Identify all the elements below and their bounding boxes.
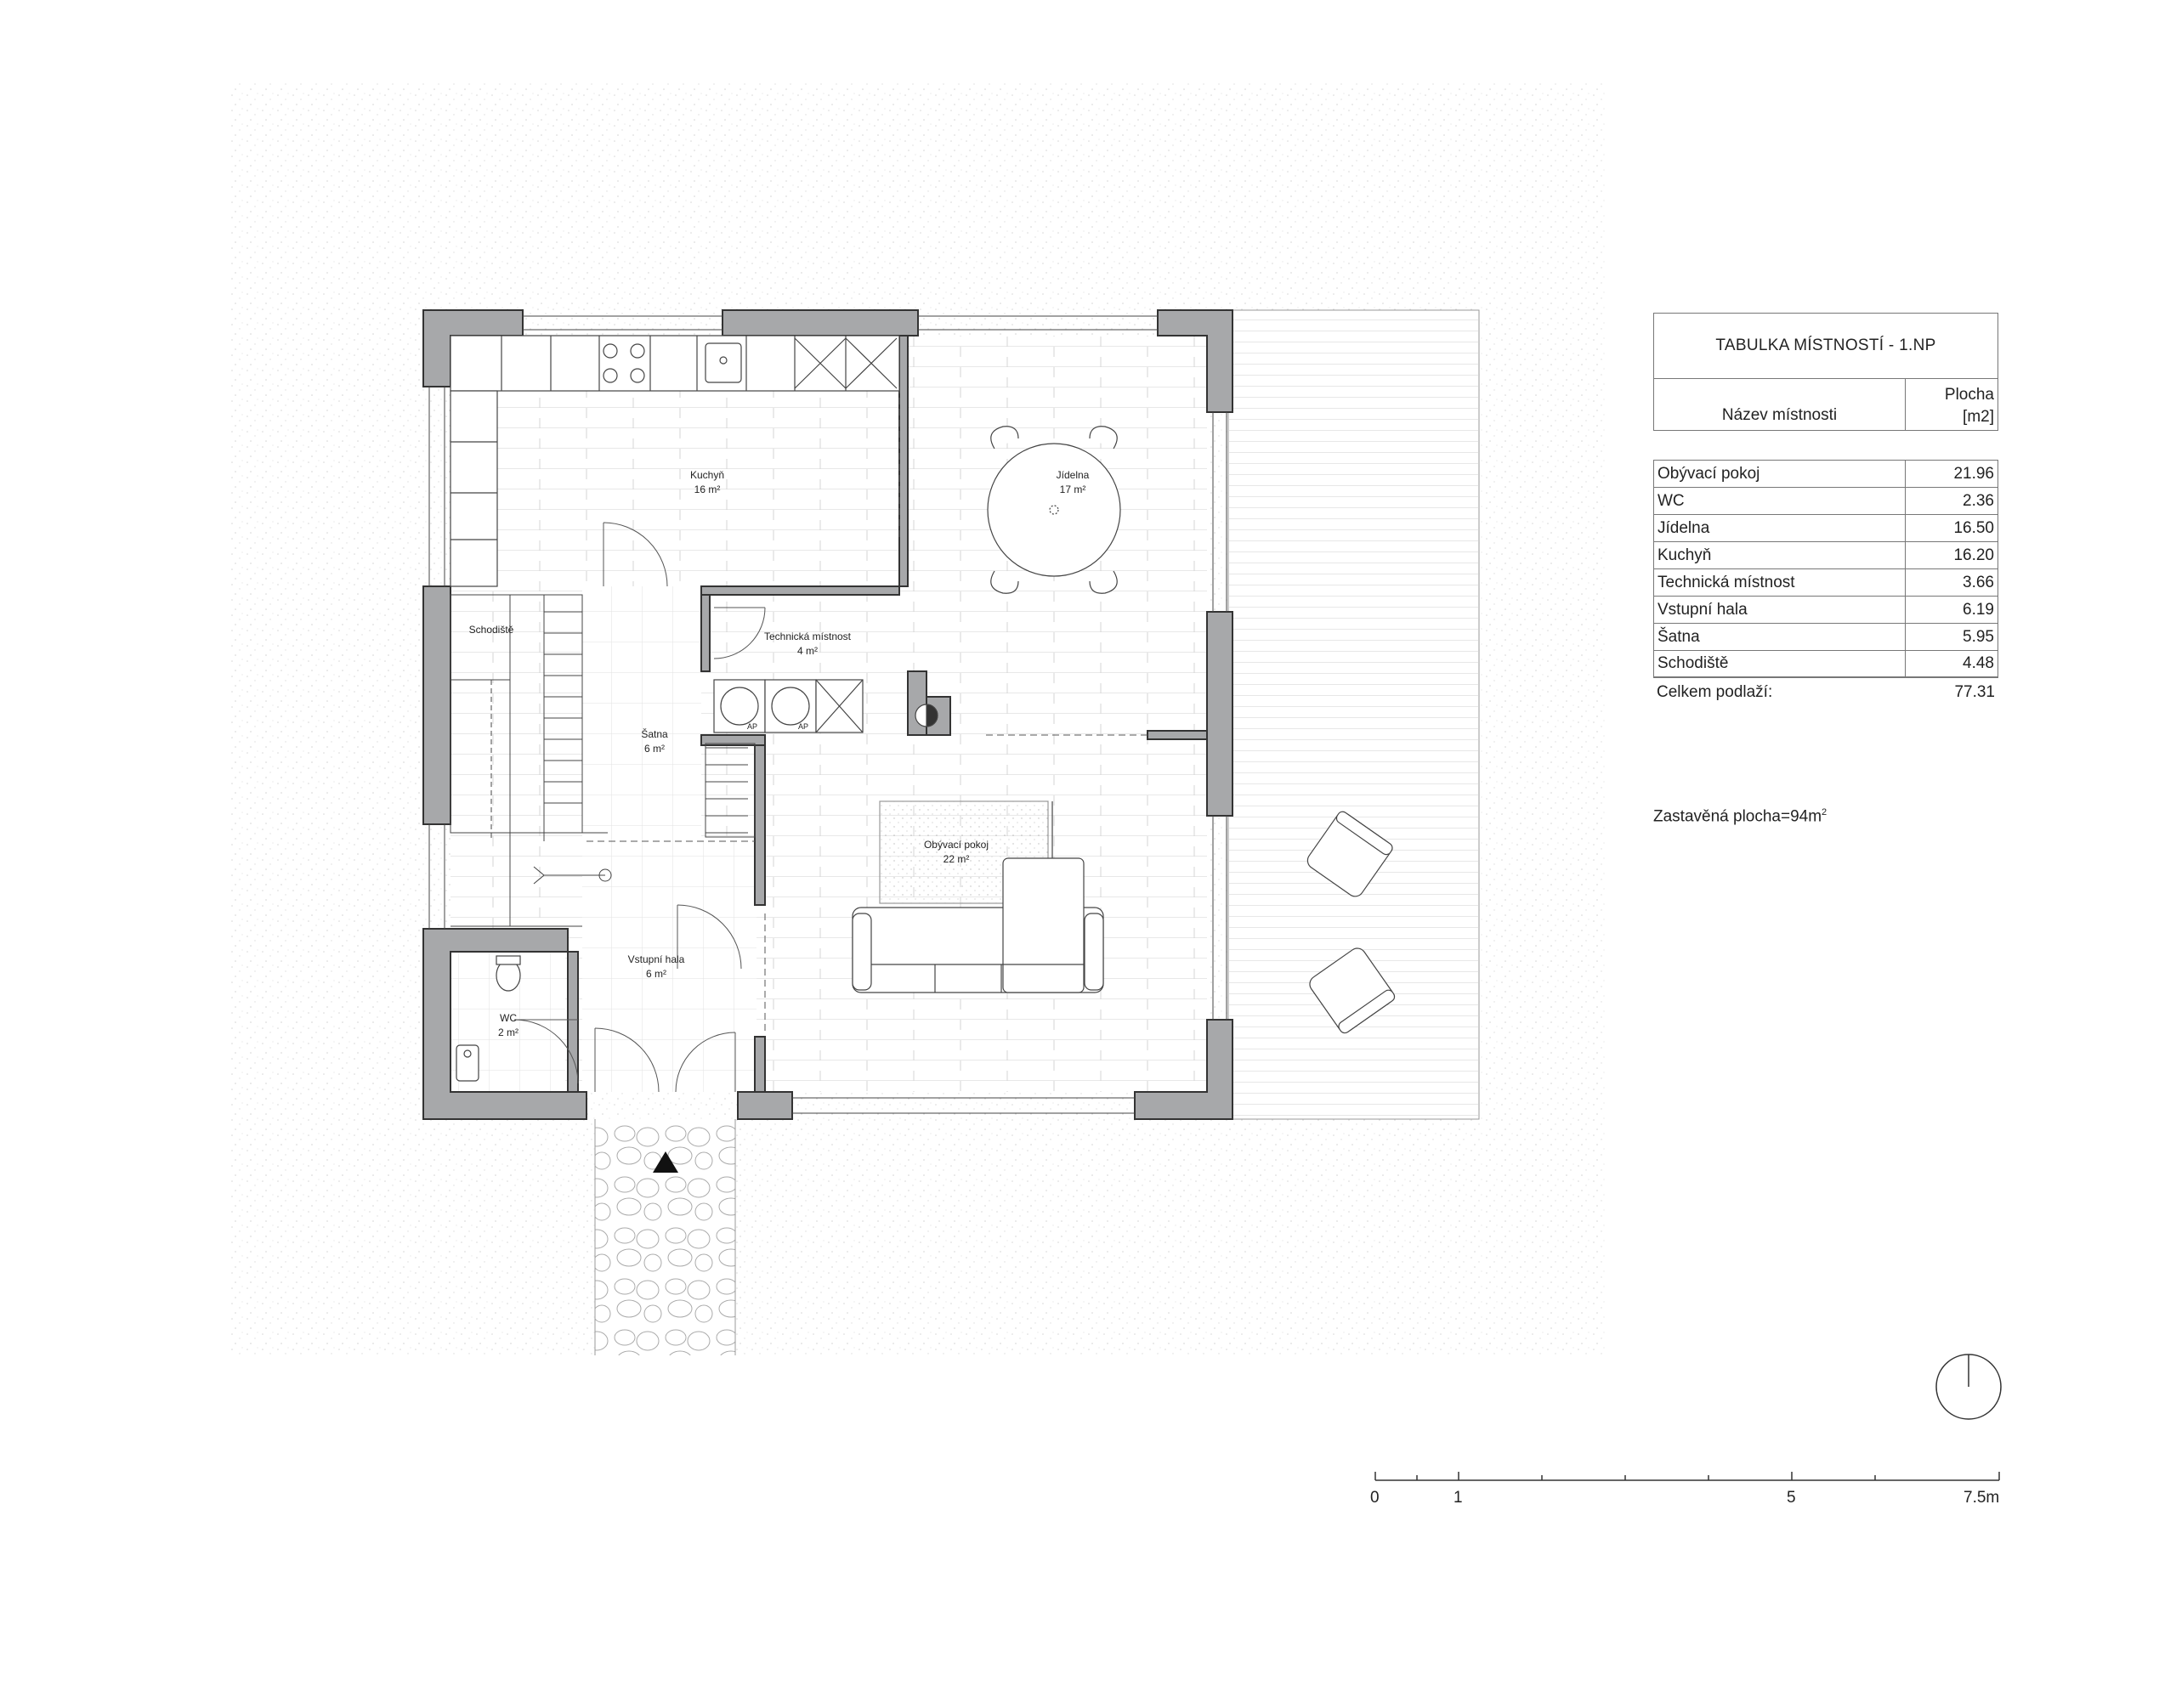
table-row: Kuchyň 16.20 bbox=[1653, 541, 1998, 568]
technical-fixtures bbox=[713, 679, 938, 733]
room-name-technical: Technická místnost bbox=[764, 631, 852, 642]
table-row: Vstupní hala 6.19 bbox=[1653, 596, 1998, 623]
row-name: Kuchyň bbox=[1658, 546, 1712, 564]
living-furniture bbox=[852, 800, 1104, 993]
row-value: 5.95 bbox=[1905, 624, 1998, 650]
room-name-wc: WC bbox=[500, 1012, 517, 1024]
row-name: Schodiště bbox=[1658, 654, 1729, 672]
table-row: WC 2.36 bbox=[1653, 487, 1998, 514]
doors bbox=[513, 387, 1148, 1093]
total-value: 77.31 bbox=[1954, 683, 1995, 701]
room-area-living: 22 m² bbox=[944, 853, 970, 865]
table-row: Šatna 5.95 bbox=[1653, 623, 1998, 650]
row-value: 21.96 bbox=[1905, 461, 1998, 487]
row-name: Vstupní hala bbox=[1658, 600, 1748, 619]
scale-label: 1 bbox=[1454, 1489, 1463, 1507]
room-area-dining: 17 m² bbox=[1060, 484, 1086, 495]
scale-label: 0 bbox=[1370, 1489, 1380, 1507]
room-table-body: Obývací pokoj 21.96 WC 2.36 Jídelna 16.50 K… bbox=[1653, 460, 1998, 707]
kitchen-counter bbox=[450, 335, 900, 587]
column-area-label: Plocha bbox=[1944, 386, 1994, 404]
row-name: Šatna bbox=[1658, 627, 1700, 646]
column-room-name: Název místnosti bbox=[1721, 406, 1838, 424]
row-name: Technická místnost bbox=[1658, 573, 1795, 591]
table-row: Schodiště 4.48 bbox=[1653, 650, 1998, 677]
room-area-wc: 2 m² bbox=[498, 1026, 518, 1038]
row-value: 2.36 bbox=[1905, 488, 1998, 514]
staircase bbox=[450, 594, 756, 927]
north-arrow-icon bbox=[1935, 1354, 2002, 1420]
total-label: Celkem podlaží: bbox=[1657, 683, 1773, 701]
appliance-label: AP bbox=[798, 722, 808, 731]
table-row: Obývací pokoj 21.96 bbox=[1653, 460, 1998, 487]
table-total-row: Celkem podlaží: 77.31 bbox=[1653, 678, 1998, 707]
room-area-hall: 6 m² bbox=[646, 968, 666, 980]
room-name-stairs: Schodiště bbox=[469, 624, 514, 636]
built-area-text: Zastavěná plocha=94m bbox=[1653, 807, 1822, 826]
table-row: Jídelna 16.50 bbox=[1653, 514, 1998, 541]
row-name: Jídelna bbox=[1658, 518, 1710, 537]
room-labels: Kuchyň 16 m² Jídelna 17 m² Schodiště Tec… bbox=[469, 469, 1090, 1038]
row-value: 4.48 bbox=[1905, 651, 1998, 676]
room-area-technical: 4 m² bbox=[797, 645, 818, 657]
row-value: 16.50 bbox=[1905, 515, 1998, 541]
row-name: Obývací pokoj bbox=[1658, 464, 1760, 483]
scale-label: 5 bbox=[1787, 1489, 1796, 1507]
terrace-armchairs bbox=[1306, 811, 1396, 1034]
row-value: 6.19 bbox=[1905, 597, 1998, 623]
row-value: 3.66 bbox=[1905, 569, 1998, 596]
room-name-dining: Jídelna bbox=[1057, 469, 1090, 481]
room-name-kitchen: Kuchyň bbox=[690, 469, 724, 481]
dining-table bbox=[987, 426, 1121, 594]
room-name-living: Obývací pokoj bbox=[924, 839, 989, 851]
wc-fixtures bbox=[456, 955, 521, 1082]
windows bbox=[428, 315, 1227, 1114]
room-name-satna: Šatna bbox=[641, 727, 668, 740]
room-table-title: TABULKA MÍSTNOSTÍ - 1.NP bbox=[1654, 314, 1998, 379]
table-row: Technická místnost 3.66 bbox=[1653, 568, 1998, 596]
scale-bar bbox=[1374, 1472, 2000, 1481]
row-value: 16.20 bbox=[1905, 542, 1998, 568]
column-area-unit: [m2] bbox=[1963, 407, 1994, 426]
entry-arrow-icon bbox=[653, 1151, 678, 1173]
built-area-sup: 2 bbox=[1822, 807, 1828, 817]
room-area-kitchen: 16 m² bbox=[694, 484, 721, 495]
room-area-satna: 6 m² bbox=[644, 743, 665, 755]
appliance-label: AP bbox=[747, 722, 757, 731]
room-name-hall: Vstupní hala bbox=[628, 953, 685, 965]
built-area-note: Zastavěná plocha=94m2 bbox=[1653, 807, 1827, 826]
room-table-header: TABULKA MÍSTNOSTÍ - 1.NP Název místnosti… bbox=[1653, 313, 1998, 431]
room-table: TABULKA MÍSTNOSTÍ - 1.NP Název místnosti… bbox=[1653, 313, 1998, 707]
scale-label: 7.5m bbox=[1964, 1489, 2000, 1507]
row-name: WC bbox=[1658, 491, 1685, 510]
column-area: Plocha [m2] bbox=[1905, 379, 1998, 430]
